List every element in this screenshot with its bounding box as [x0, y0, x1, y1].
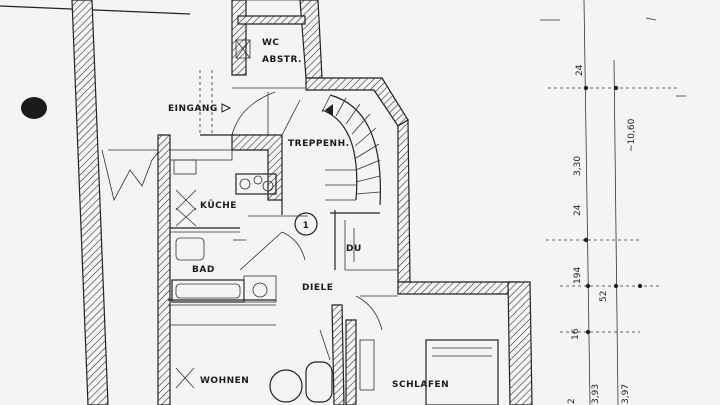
label-wc: WC [262, 38, 280, 48]
label-bad: BAD [192, 265, 215, 275]
dim-total: ~10,60 [627, 118, 637, 152]
kitchen-bath-walls [157, 134, 276, 405]
hall-partitions [239, 200, 398, 271]
bedroom-walls [331, 281, 533, 405]
ink-blot [21, 97, 47, 119]
dim-24-mid: 24 [573, 204, 583, 216]
dimension-chain [540, 0, 686, 405]
label-schlafen: SCHLAFEN [392, 380, 449, 390]
position-marker [294, 212, 318, 236]
bath-fixtures [171, 237, 277, 303]
label-kueche: KÜCHE [200, 200, 237, 211]
label-diele: DIELE [302, 283, 333, 293]
entrance-arrow [221, 103, 232, 113]
label-treppenh: TREPPENH. [288, 139, 350, 149]
terrain-line [101, 149, 161, 202]
dim-194: 194 [573, 267, 583, 284]
dim-393: 3,93 [591, 384, 601, 404]
label-du: DU [346, 244, 362, 254]
label-abstr: ABSTR. [262, 55, 302, 65]
label-wohnen: WOHNEN [200, 376, 249, 386]
label-eingang: EINGANG [168, 104, 218, 114]
stove [235, 173, 277, 195]
dim-16: 16 [571, 328, 581, 340]
entrance [199, 70, 305, 136]
staircase [321, 94, 382, 214]
living-room-furniture [170, 324, 333, 403]
dim-52: 52 [599, 291, 609, 302]
top-edge-line [0, 5, 191, 15]
marker-number: 1 [303, 221, 310, 231]
dim-397: 3,97 [621, 384, 631, 404]
dim-24-top: 24 [575, 64, 585, 76]
dim-330: 3,30 [573, 156, 583, 176]
wc-block [231, 0, 323, 79]
outer-wall-left [71, 0, 109, 405]
dim-2: 2 [567, 398, 577, 404]
